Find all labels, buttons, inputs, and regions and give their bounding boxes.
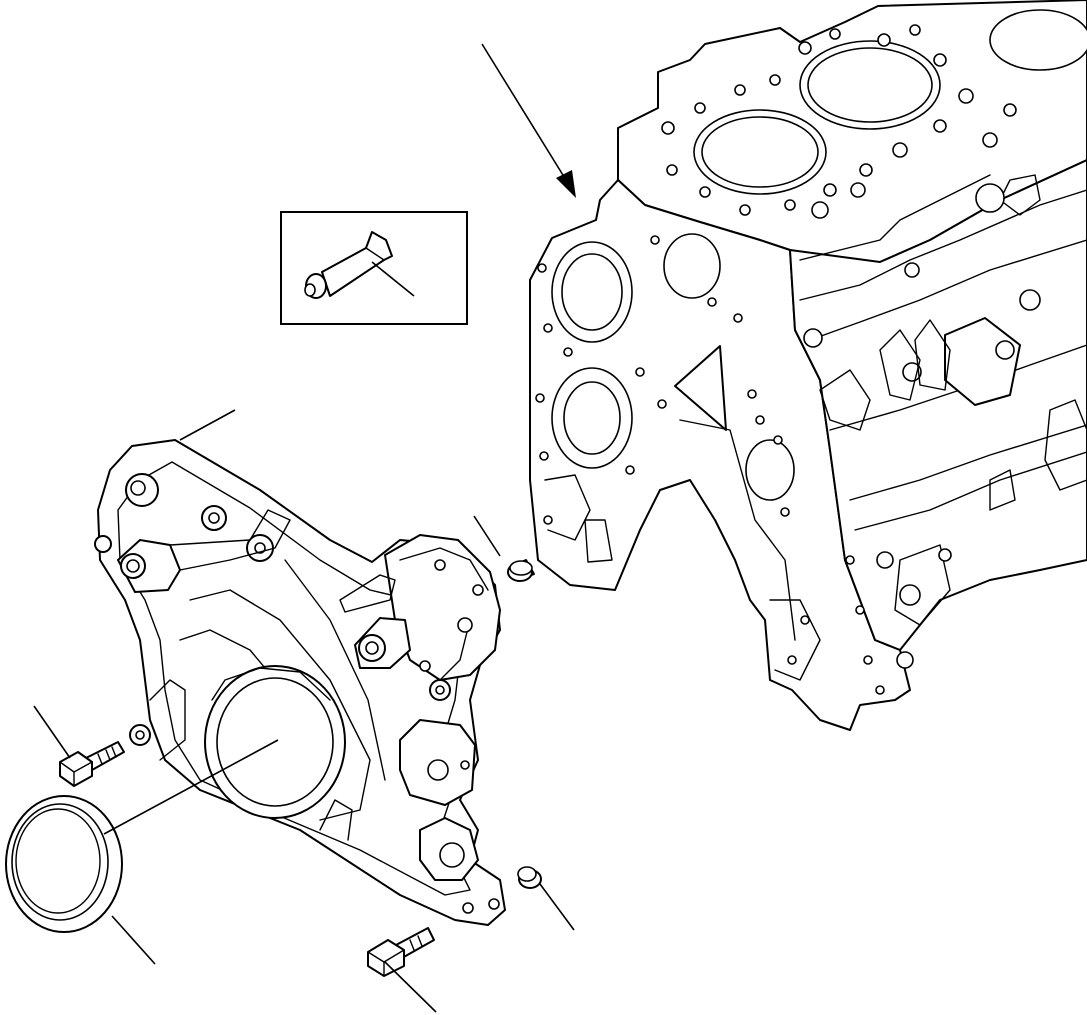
cylinder-block (529, 0, 1087, 731)
sealant-inset (280, 211, 468, 325)
bolt-left (59, 741, 125, 787)
oil-seal (5, 795, 123, 933)
front-cover (94, 439, 506, 926)
deck-holes (661, 24, 1017, 219)
direction-arrow (481, 43, 576, 198)
sealant-tube-icon (304, 231, 415, 299)
front-face-holes (535, 235, 914, 695)
dowel-pin-upper (507, 559, 535, 582)
bolt-bottom (367, 927, 435, 977)
leader-lines (33, 409, 575, 1013)
dowel-pin-lower (517, 866, 542, 889)
